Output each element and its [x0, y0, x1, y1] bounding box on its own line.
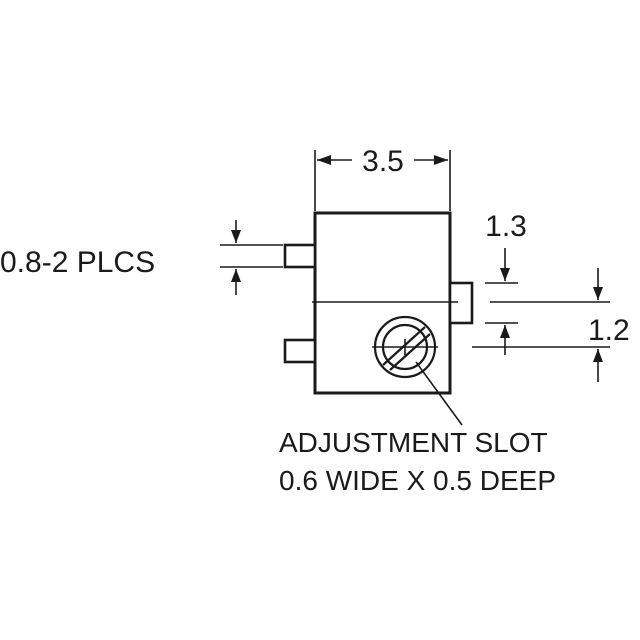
side-tab [448, 281, 474, 325]
pad-width-label: 0.8-2 PLCS [0, 246, 155, 279]
tab-arrowhead-bottom [593, 349, 603, 362]
tab-width-label: 1.2 [588, 314, 630, 347]
slot-offset-label: 1.3 [485, 210, 527, 243]
offset-arrowhead-bottom [500, 325, 510, 338]
dimension-width: 3.5 [314, 145, 451, 211]
arrowhead-left [317, 155, 331, 165]
screw-slot-edge-b [389, 333, 431, 371]
callout-line-1: ADJUSTMENT SLOT [279, 427, 548, 458]
solder-pad-bottom [283, 338, 317, 364]
tab-arrowhead-top [593, 287, 603, 300]
dimension-tab-width: 1.2 [472, 268, 630, 382]
callout-line-2: 0.6 WIDE X 0.5 DEEP [279, 465, 556, 496]
pad-arrowhead-top [231, 230, 241, 243]
arrowhead-right [434, 155, 448, 165]
dimension-slot-offset: 1.3 [485, 210, 527, 355]
callout-leader-line [415, 361, 463, 426]
width-dimension-label: 3.5 [362, 145, 404, 178]
pad-arrowhead-bottom [231, 269, 241, 282]
component-body [313, 211, 452, 395]
adjustment-screw [372, 315, 438, 379]
dimension-pad-width: 0.8-2 PLCS [0, 220, 283, 295]
solder-pad-top [283, 243, 317, 269]
offset-arrowhead-top [500, 268, 510, 281]
screw-slot-edge-a [382, 326, 426, 366]
